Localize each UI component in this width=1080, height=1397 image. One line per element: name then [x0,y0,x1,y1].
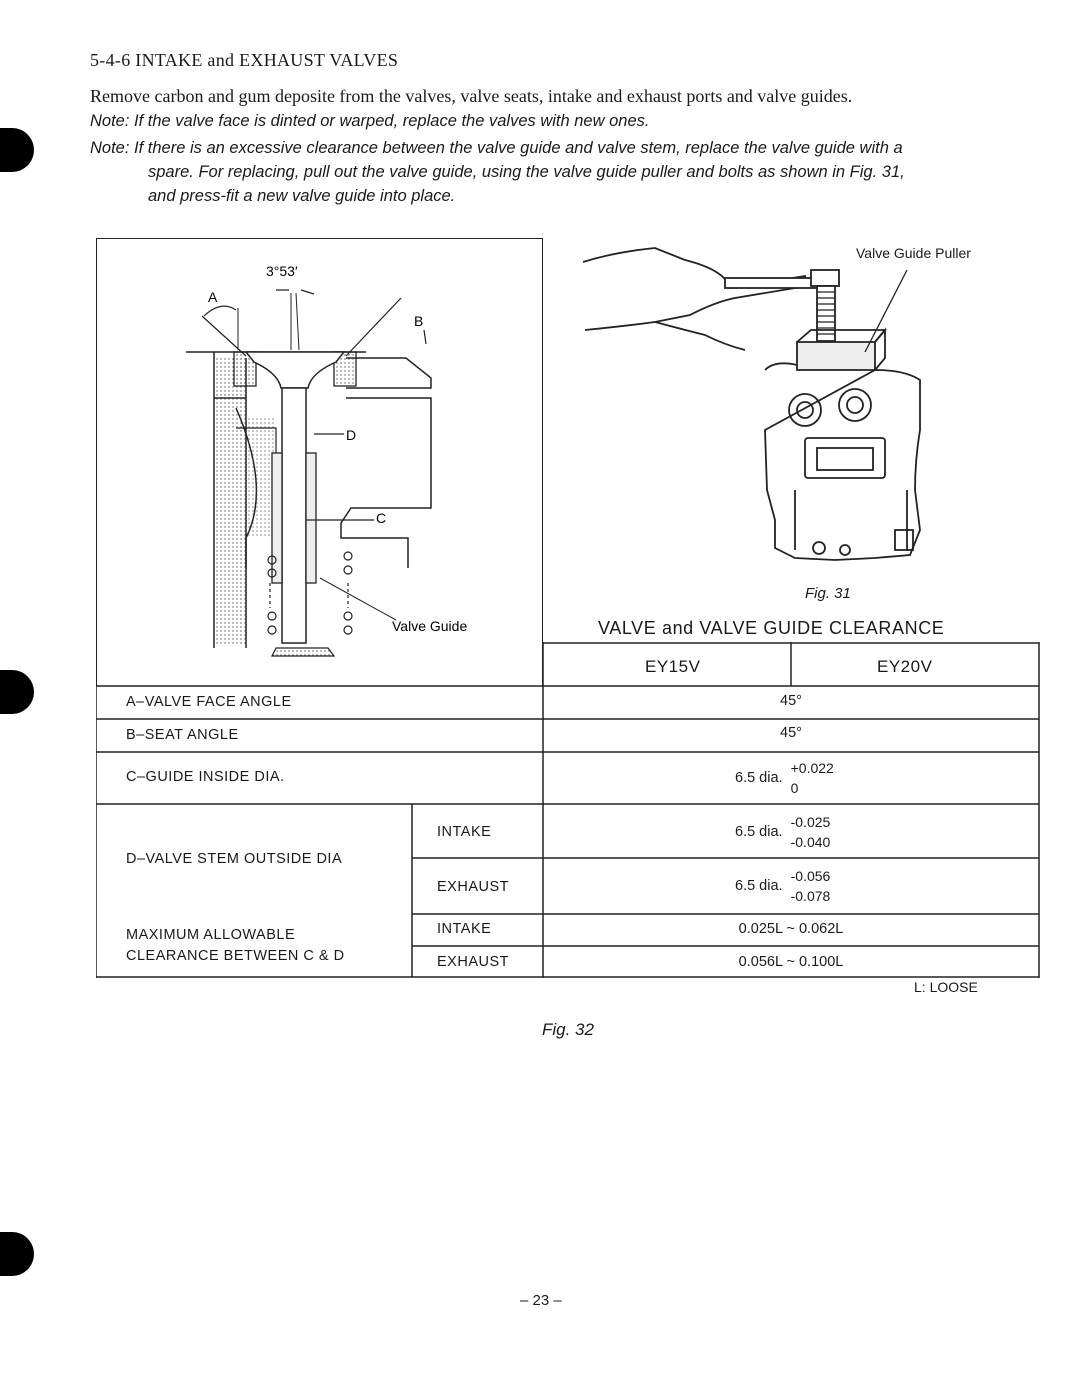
stem-exhaust-lower-tol: -0.078 [790,888,831,904]
row-label-face-angle: A–VALVE FACE ANGLE [126,694,292,710]
column-header-ey20v: EY20V [877,657,933,676]
stem-exhaust-upper-tol: -0.056 [790,868,831,884]
punch-hole [0,670,34,714]
stem-intake-base: 6.5 dia. [735,823,783,840]
section-heading: 5-4-6 INTAKE and EXHAUST VALVES [90,50,399,70]
row-label-guide-inside-dia: C–GUIDE INSIDE DIA. [126,769,285,785]
punch-hole [0,1232,34,1276]
row-label-max-clearance-2: CLEARANCE BETWEEN C & D [126,948,345,964]
value-guide-inside-dia: 6.5 dia. +0.022 0 [735,758,834,798]
angle-label: 3°53′ [266,263,298,279]
note-1: Note: If the valve face is dinted or war… [90,112,650,130]
valve-guide-puller-label: Valve Guide Puller [856,245,971,261]
punch-hole [0,128,34,172]
row-label-max-clearance-1: MAXIMUM ALLOWABLE [126,927,296,943]
table-title: VALVE and VALVE GUIDE CLEARANCE [598,618,945,638]
stem-intake-upper-tol: -0.025 [790,814,831,830]
clearance-exhaust-label: EXHAUST [437,954,509,970]
value-face-angle: 45° [780,693,802,709]
label-d: D [346,427,356,443]
valve-guide-label: Valve Guide [392,618,467,634]
guide-dia-upper-tol: +0.022 [790,760,834,776]
intro-text: Remove carbon and gum deposite from the … [90,86,853,106]
fig-32-caption: Fig. 32 [542,1020,594,1039]
valve-guide-puller-illustration [582,247,921,561]
row-label-seat-angle: B–SEAT ANGLE [126,727,239,743]
column-header-ey15v: EY15V [645,657,701,676]
valve-cross-section-diagram: 3°53′ A B D C Valve Guide [186,263,467,657]
value-stem-exhaust: 6.5 dia. -0.056 -0.078 [735,866,830,906]
value-clearance-exhaust: 0.056L ~ 0.100L [738,954,844,970]
guide-dia-base: 6.5 dia. [735,769,783,786]
stem-exhaust-base: 6.5 dia. [735,877,783,894]
stem-exhaust-label: EXHAUST [437,879,509,895]
note-2-line-1: Note: If there is an excessive clearance… [90,139,903,157]
guide-dia-lower-tol: 0 [790,780,799,796]
page-number: – 23 – [520,1292,562,1309]
clearance-intake-label: INTAKE [437,921,492,937]
label-b: B [414,313,423,329]
fig-31-caption: Fig. 31 [805,585,851,602]
note-2-line-3: and press-fit a new valve guide into pla… [148,187,456,205]
label-c: C [376,510,386,526]
note-2: Note: If there is an excessive clearance… [90,136,1050,208]
label-a: A [208,289,218,305]
row-label-stem-outside-dia: D–VALVE STEM OUTSIDE DIA [126,851,343,867]
stem-intake-lower-tol: -0.040 [790,834,831,850]
stem-intake-label: INTAKE [437,824,492,840]
table-footnote: L: LOOSE [914,979,978,995]
clearance-table-grid [96,642,1040,978]
note-2-line-2: spare. For replacing, pull out the valve… [148,163,905,181]
value-clearance-intake: 0.025L ~ 0.062L [738,921,844,937]
value-stem-intake: 6.5 dia. -0.025 -0.040 [735,812,830,852]
valve-diagram-frame [96,238,543,687]
value-seat-angle: 45° [780,725,802,741]
